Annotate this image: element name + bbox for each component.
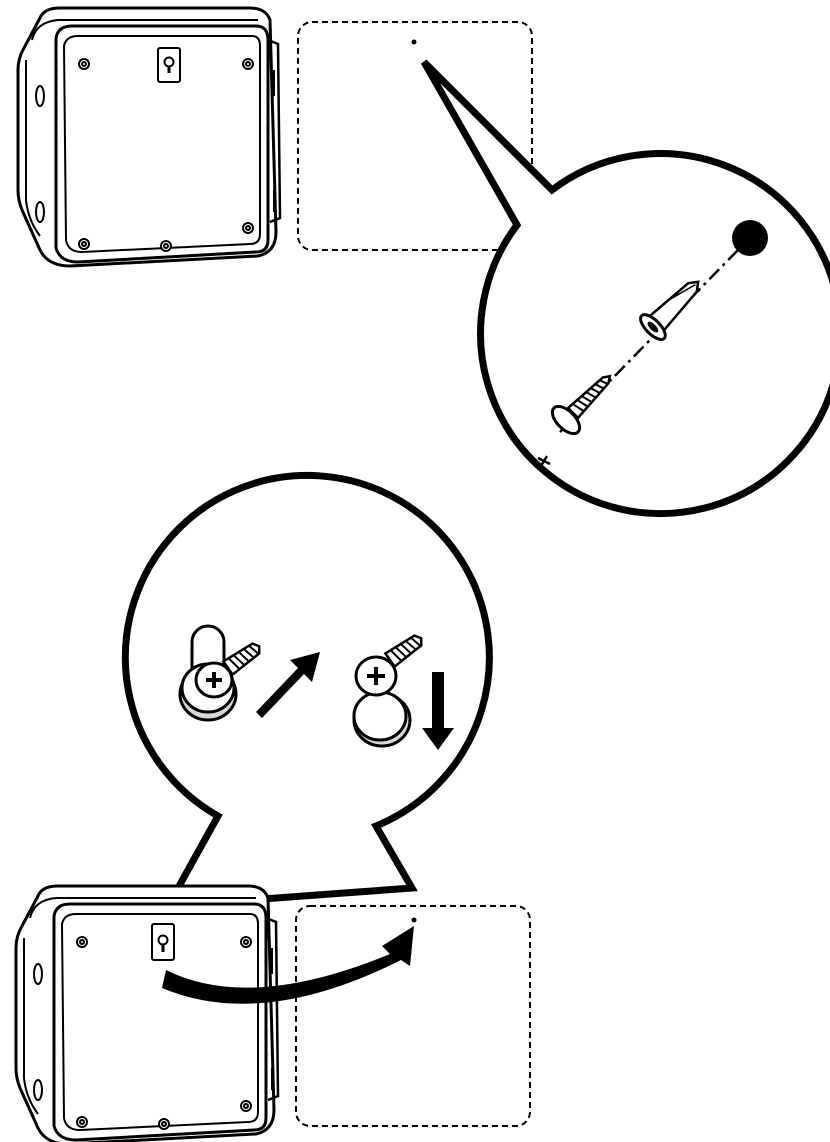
wall-anchor: [639, 280, 700, 341]
up-arrow-icon: [256, 652, 320, 718]
step-2: [14, 471, 531, 1142]
mounting-screw: [550, 374, 612, 436]
keyhole-slot: [157, 47, 181, 83]
cross-icon-2: [367, 667, 385, 685]
down-arrow-icon: [422, 672, 454, 750]
keyhole-slot-2: [151, 923, 175, 961]
drill-hole: [732, 220, 768, 256]
controller-housing-2: [14, 884, 280, 1142]
cross-icon: [206, 672, 222, 688]
alignment-line: [559, 249, 739, 433]
controller-housing: [16, 6, 282, 268]
step-1: [16, 6, 830, 518]
wall-template: [297, 21, 533, 251]
zoom-callout: [420, 59, 830, 518]
screw-head-cross-icon: [537, 455, 551, 467]
zoom-callout-2: [121, 471, 493, 910]
drill-hole-mark-2: [411, 917, 417, 923]
screw-in-keyhole: [178, 624, 261, 722]
drill-hole-mark: [411, 39, 417, 45]
screw-head-loose: [352, 634, 423, 748]
hang-arrow-icon: [162, 926, 414, 1004]
wall-template-2: [295, 905, 531, 1127]
